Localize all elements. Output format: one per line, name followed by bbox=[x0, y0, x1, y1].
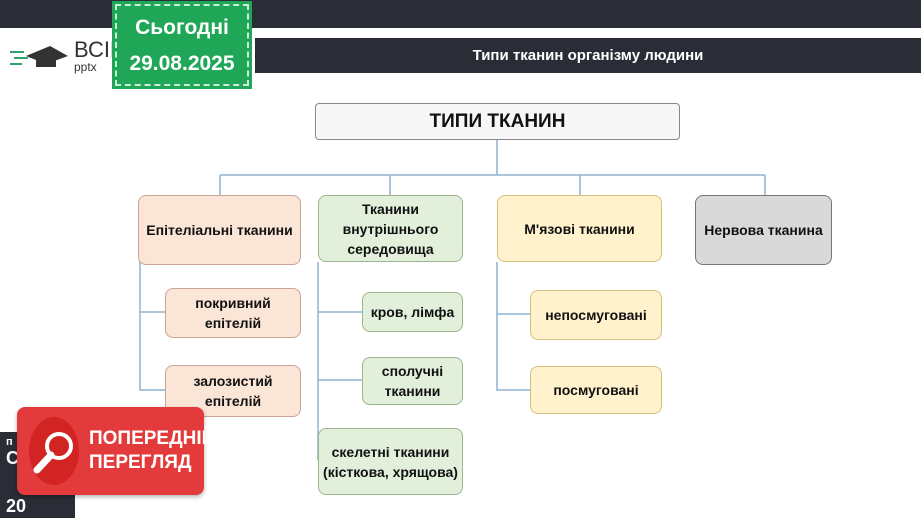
node-nerve: Нервова тканина bbox=[695, 195, 832, 265]
left-panel-number: 20 bbox=[6, 496, 27, 516]
node-epithelial: Епітеліальні тканини bbox=[138, 195, 301, 265]
magnifier-icon bbox=[29, 417, 79, 485]
preview-badge[interactable]: ПОПЕРЕДНІЙ ПЕРЕГЛЯД bbox=[17, 407, 215, 495]
node-connective: сполучні тканини bbox=[362, 357, 463, 405]
logo-name: ВСІМ bbox=[74, 37, 129, 62]
badge-line1: ПОПЕРЕДНІЙ bbox=[89, 428, 216, 449]
left-panel-text: С bbox=[6, 448, 19, 468]
badge-line2: ПЕРЕГЛЯД bbox=[89, 452, 192, 473]
left-panel-text: п bbox=[6, 436, 13, 448]
node-smooth: непосмуговані bbox=[530, 290, 662, 340]
node-blood-lymph: кров, лімфа bbox=[362, 292, 463, 332]
node-skeletal: скелетні тканини (кісткова, хрящова) bbox=[318, 428, 463, 495]
date-value: 29.08.2025 bbox=[129, 52, 235, 75]
date-label: Сьогодні bbox=[135, 16, 229, 39]
date-badge: Сьогодні 29.08.2025 bbox=[112, 1, 252, 89]
node-internal-environment: Тканини внутрішнього середовища bbox=[318, 195, 463, 262]
logo-sub: pptx bbox=[74, 60, 97, 74]
graduation-cap-icon bbox=[10, 46, 68, 67]
node-striated: посмуговані bbox=[530, 366, 662, 414]
node-muscle: М'язові тканини bbox=[497, 195, 662, 262]
slide-title: Типи тканин організму людини bbox=[255, 38, 921, 73]
node-covering-epithelium: покривний епітелій bbox=[165, 288, 301, 338]
root-node: ТИПИ ТКАНИН bbox=[315, 103, 680, 140]
